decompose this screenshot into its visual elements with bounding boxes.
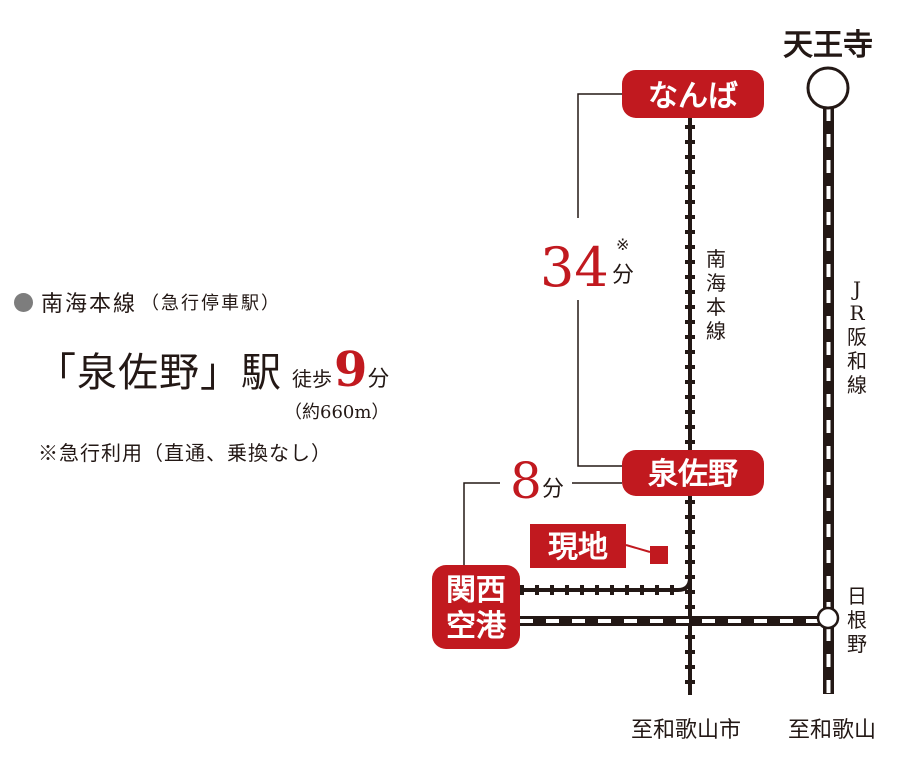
current-location-badge <box>530 524 626 568</box>
walk-minutes: 9 <box>334 342 368 398</box>
walk-distance: （約660m） <box>284 402 390 423</box>
current-location-pointer <box>625 544 651 553</box>
nankai-line-label: 南 海 本 線 <box>706 247 726 343</box>
namba-travel-time: 34 <box>540 236 609 299</box>
current-location-marker-icon <box>650 546 668 564</box>
hineno-label-1: 日 <box>847 584 867 608</box>
dest-wakayamashi: 至和歌山市 <box>631 718 741 743</box>
station-walk: 「泉佐野」駅 徒歩 9 分 <box>36 340 389 398</box>
jr-label-char: 線 <box>847 373 867 397</box>
nankai-label-char: 線 <box>706 319 726 343</box>
hineno-label-2: 根 <box>847 608 867 632</box>
walk-unit: 分 <box>367 367 390 392</box>
kanku-time-unit: 分 <box>542 477 564 502</box>
namba-label: なんば <box>648 79 738 114</box>
dest-wakayama: 至和歌山 <box>788 718 876 743</box>
kanku-station-badge <box>432 565 520 649</box>
nankai-label-char: 本 <box>706 295 726 319</box>
hineno-label-3: 野 <box>847 632 867 656</box>
nankai-label-char: 南 <box>706 247 726 271</box>
station-name: 「泉佐野」駅 <box>36 350 282 396</box>
kanku-label-2: 空港 <box>446 609 507 644</box>
jr-hanwa-line <box>823 108 834 694</box>
kanku-travel-time: 8 <box>510 452 542 510</box>
izumisano-label: 泉佐野 <box>648 457 738 492</box>
hineno-station-icon <box>816 606 840 630</box>
namba-time-note-mark: ※ <box>616 235 629 254</box>
line-note: （急行停車駅） <box>141 293 282 314</box>
bullet-dot-icon <box>14 292 33 312</box>
namba-station-badge <box>622 70 764 118</box>
namba-bracket-bottom <box>577 300 622 467</box>
izumisano-station-badge <box>622 450 764 496</box>
kanku-bracket-left <box>463 482 500 565</box>
jr-label-char: R <box>849 301 865 325</box>
jr-label-char: J <box>851 277 861 301</box>
current-location-label: 現地 <box>548 530 608 565</box>
tennoji-label: 天王寺 <box>783 28 873 63</box>
jr-airport-line <box>520 616 820 626</box>
nankai-label-char: 海 <box>706 271 726 295</box>
jr-label-char: 阪 <box>847 325 867 349</box>
line-name: 南海本線 <box>41 292 138 317</box>
nankai-airport-line <box>520 577 692 595</box>
walk-label: 徒歩 <box>292 367 332 391</box>
namba-bracket-top <box>577 93 622 218</box>
namba-time-unit: 分 <box>612 263 634 288</box>
line-info: 南海本線 （急行停車駅） <box>14 286 281 318</box>
jr-line-label: J R 阪 和 線 <box>847 277 867 397</box>
kanku-label-1: 関西 <box>446 573 506 608</box>
tennoji-station-icon <box>806 66 850 110</box>
express-note: ※急行利用（直通、乗換なし） <box>38 441 332 465</box>
jr-label-char: 和 <box>847 349 867 373</box>
